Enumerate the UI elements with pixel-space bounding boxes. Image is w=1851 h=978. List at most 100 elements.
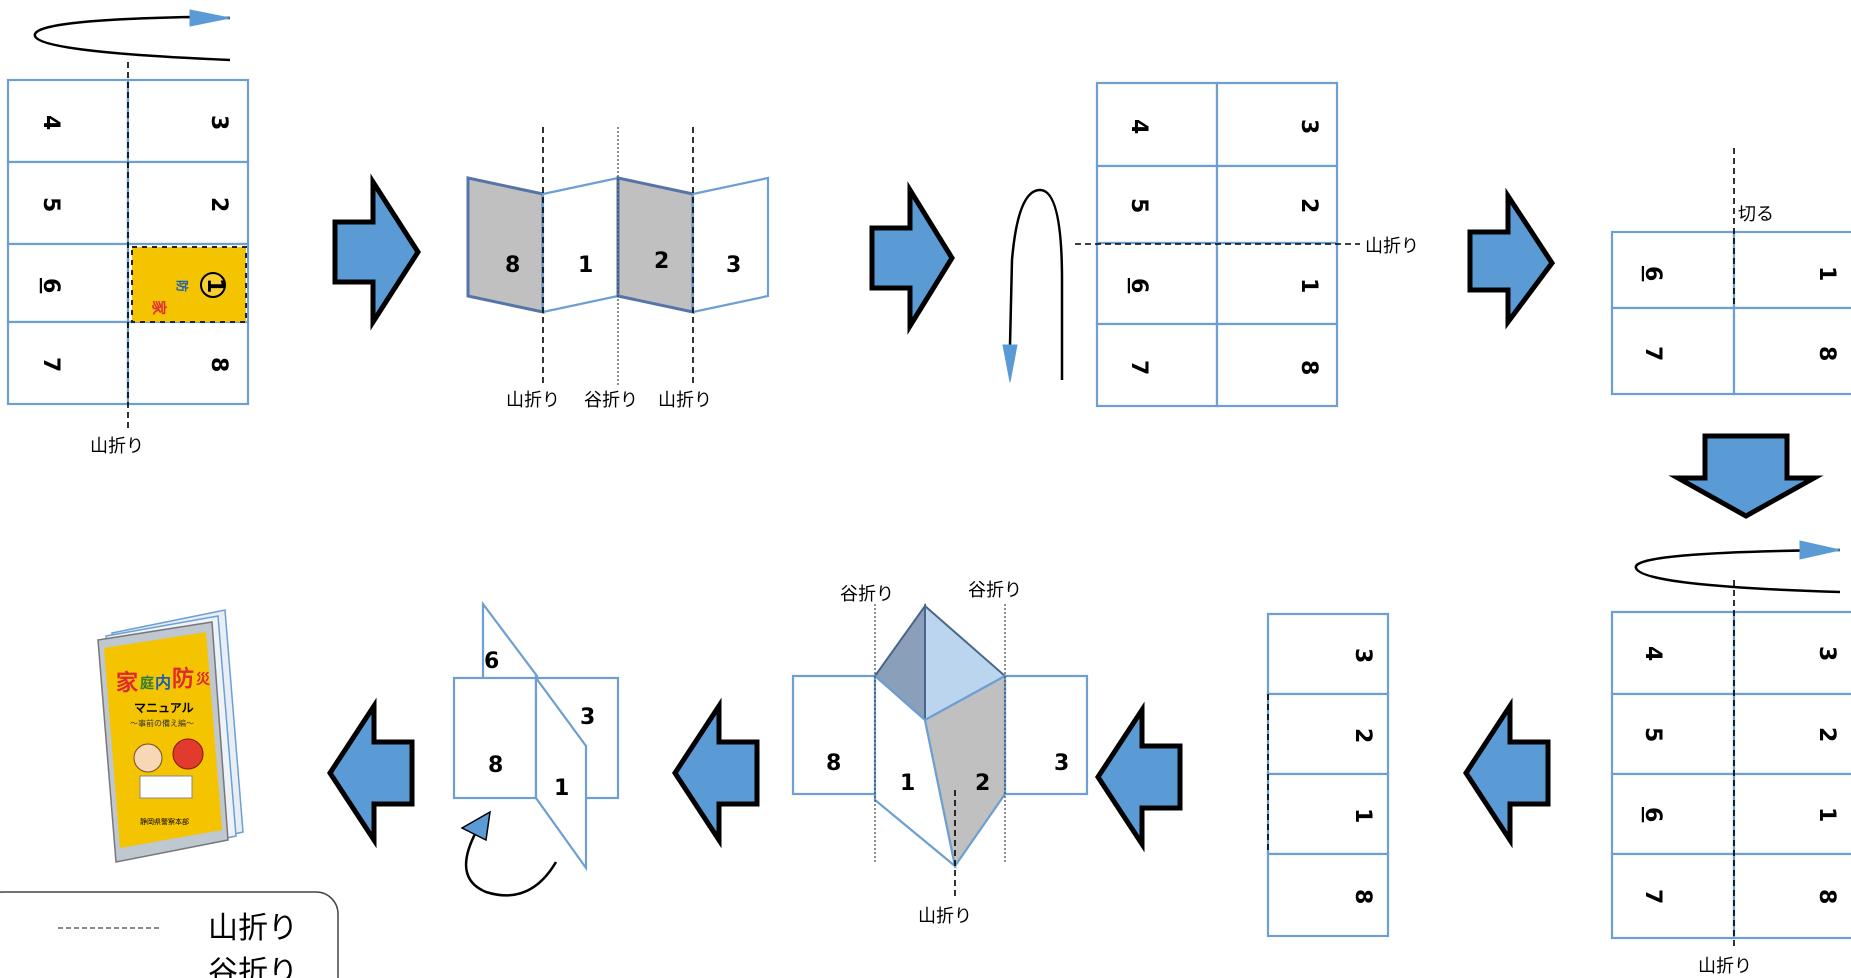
booklet-title-4: 防	[172, 667, 194, 692]
arrow-left-2	[1095, 701, 1183, 853]
s4-label-1: 1	[1814, 266, 1839, 281]
s5-turn-arrowhead	[1799, 540, 1841, 560]
s5-label-1: 1	[1814, 807, 1839, 822]
folded-panel-1	[541, 176, 620, 314]
s5-panel-4	[1610, 610, 1736, 696]
s5-panel-5	[1610, 692, 1736, 776]
turn-over-arrowhead	[189, 9, 231, 27]
s3-label-4: 4	[1126, 119, 1151, 134]
step-2-accordion: 8 1 2 3 山折り 谷折り 山折り	[466, 127, 770, 411]
arrow-left-4	[327, 697, 415, 849]
s5-label-2: 2	[1814, 727, 1839, 742]
s3-label-5: 5	[1126, 198, 1151, 213]
s5-label-7: 7	[1640, 889, 1665, 904]
s5-label-5: 5	[1640, 727, 1665, 742]
s8-label-8: 8	[488, 753, 503, 778]
s4-panel-8	[1732, 306, 1851, 396]
label-7: 7	[38, 357, 63, 372]
mini-cover-title: 家	[150, 300, 168, 315]
booklet-title-2: 庭	[140, 675, 155, 692]
step-3-sheet: 4 3 5 2 6 1 7 8 山折り	[1002, 81, 1419, 408]
booklet-publisher: 静岡県警察本部	[140, 817, 189, 826]
mini-cover-title-2: 防	[175, 280, 190, 292]
panel-2	[126, 160, 250, 246]
arrow-down	[1668, 433, 1824, 519]
s3-panel-5	[1095, 164, 1219, 245]
s5-label-6: 6	[1640, 807, 1665, 822]
s6-label-2: 2	[1350, 728, 1375, 743]
step-4-cut: 6 1 7 8 切る	[1610, 148, 1851, 396]
s7-mountain-label: 山折り	[918, 906, 972, 927]
booklet-sub2: 〜事前の備え編〜	[130, 718, 194, 728]
panel-8	[126, 320, 250, 406]
s3-panel-4	[1095, 81, 1219, 168]
booklet-title-1: 家	[116, 670, 139, 696]
s7-label-8: 8	[826, 751, 841, 776]
s6-panel-8	[1266, 852, 1390, 938]
s7-panel-8	[791, 674, 877, 796]
s7-label-3: 3	[1054, 751, 1069, 776]
label-4: 4	[38, 115, 63, 130]
s8-panel-1	[534, 674, 588, 872]
s7-label-2: 2	[975, 771, 990, 796]
accordion-label-1: 1	[578, 253, 593, 278]
s8-label-3: 3	[580, 705, 595, 730]
accordion-label-8: 8	[505, 253, 520, 278]
s4-label-6: 6	[1640, 266, 1665, 281]
s5-panel-1	[1732, 772, 1851, 856]
s6-label-3: 3	[1350, 648, 1375, 663]
s3-label-2: 2	[1296, 198, 1321, 213]
s4-label-8: 8	[1814, 346, 1839, 361]
s3-panel-1	[1215, 241, 1339, 326]
s6-panel-2	[1266, 692, 1390, 776]
valley-fold-label-a: 谷折り	[584, 390, 638, 411]
panel-7	[6, 320, 130, 406]
s5-label-8: 8	[1814, 889, 1839, 904]
s7-label-1: 1	[900, 771, 915, 796]
s6-label-1: 1	[1350, 808, 1375, 823]
label-5: 5	[38, 197, 63, 212]
booklet-kit-box	[139, 775, 193, 799]
s6-panel-3	[1266, 612, 1390, 696]
s3-label-7: 7	[1126, 360, 1151, 375]
s3-panel-2	[1215, 164, 1339, 245]
step-7-popup: 8 3 1 2 谷折り 谷折り 山折り	[791, 580, 1089, 927]
booklet-cover-yellow	[104, 632, 222, 848]
label-6: 6	[38, 278, 63, 293]
label-3: 3	[206, 115, 231, 130]
s3-label-1: 1	[1296, 278, 1321, 293]
s3-panel-7	[1095, 322, 1219, 408]
booklet-title-3: 内	[155, 673, 171, 692]
s5-label-3: 3	[1814, 646, 1839, 661]
folded-panel-8	[466, 176, 545, 314]
accordion-label-3: 3	[726, 253, 741, 278]
legend-valley-label: 谷折り	[208, 955, 298, 978]
finished-booklet: 家 庭 内 防 災 マニュアル 〜事前の備え編〜 静岡県警察本部	[97, 609, 244, 863]
legend-box: 山折り 谷折り	[0, 891, 339, 978]
step-6-strip: 3 2 1 8	[1266, 612, 1390, 938]
s4-panel-7	[1610, 306, 1736, 396]
folded-panel-2	[616, 176, 695, 314]
s3-panel-8	[1215, 322, 1339, 408]
booklet-title-5: 災	[196, 672, 211, 688]
s7-valley-label-left: 谷折り	[840, 584, 894, 605]
fold-down-arrowhead	[1002, 344, 1018, 383]
s8-label-6: 6	[484, 649, 499, 674]
s8-panel-8	[452, 676, 538, 800]
s3-label-8: 8	[1296, 360, 1321, 375]
s3-label-6: 6	[1126, 278, 1151, 293]
label-2: 2	[206, 197, 231, 212]
s8-wrap-arrowhead	[460, 810, 491, 842]
mini-cover-panel-1: 家 防 1	[131, 246, 247, 323]
s3-panel-3	[1215, 81, 1339, 168]
booklet-subtitle: マニュアル	[134, 701, 194, 715]
mountain-fold-label: 山折り	[90, 436, 144, 457]
s4-panel-6	[1610, 230, 1736, 310]
booklet-character-left	[133, 743, 163, 773]
label-8: 8	[206, 357, 231, 372]
arrow-right-1	[332, 173, 421, 331]
s3-label-3: 3	[1296, 119, 1321, 134]
s5-mountain-fold-label: 山折り	[1698, 956, 1752, 977]
